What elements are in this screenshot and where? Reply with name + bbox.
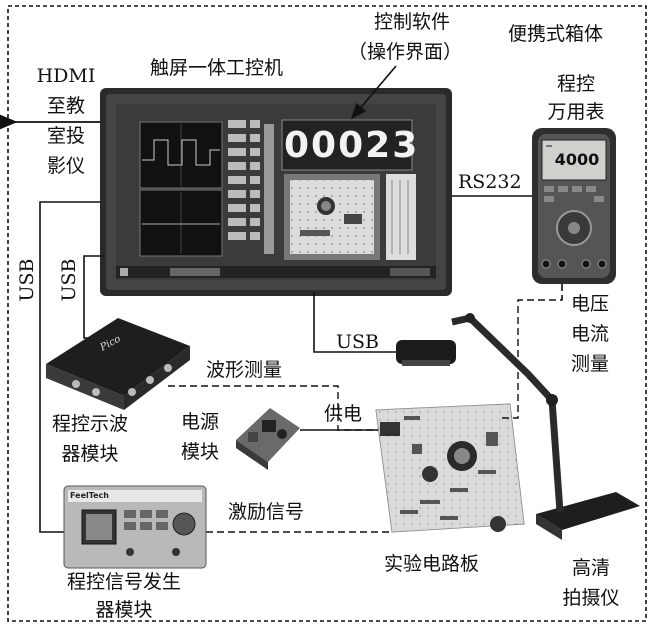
power-module-label-line1: 电源 [180,411,219,433]
usb-to-generator [39,201,100,533]
document-camera [396,313,640,540]
multimeter-label-line2: 万用表 [547,101,605,123]
usb-scope-label: USB [58,258,80,302]
software-pointer-arrow [350,65,397,120]
scope-module-label-line1: 程控示波 [51,413,128,435]
vi-measure-link [500,284,563,419]
multimeter-reading: 4000 [554,150,600,169]
waveform-measure-label: 波形测量 [206,359,283,381]
software-label-line1: 控制软件 [373,11,450,33]
generator-label-line1: 程控信号发生 [66,571,181,593]
screen-digit-display: 00023 [284,125,420,166]
usb-to-camera [313,292,404,353]
supply-label: 供电 [324,403,363,425]
experiment-board [375,403,525,533]
hdmi-label-line1: HDMI [36,65,96,87]
touch-panel-pc [100,88,452,296]
usb-camera-label: USB [336,331,379,353]
vi-measure-label-line1: 电压 [570,293,609,315]
generator-label-line2: 器模块 [95,599,153,621]
scope-module-label-line2: 器模块 [61,443,119,465]
portable-case-label: 便携式箱体 [508,23,604,45]
vi-measure-label-line2: 电流 [570,323,609,345]
excitation-label: 激励信号 [228,501,305,523]
signal-generator-module [63,485,207,569]
touch-pc-label: 触屏一体工控机 [150,57,284,79]
hdmi-label-line4: 影仪 [46,155,85,177]
software-label-line2: （操作界面） [347,41,462,63]
hdmi-label-line3: 室投 [46,125,85,147]
power-module-label-line2: 模块 [180,441,219,463]
usb-generator-label: USB [16,258,38,302]
camera-label-line1: 高清 [571,557,610,579]
generator-brand: FeelTech [70,491,109,500]
camera-label-line2: 拍摄仪 [562,587,620,609]
power-module [236,408,300,470]
board-label: 实验电路板 [384,553,480,575]
hdmi-label-line2: 至教 [46,95,85,117]
rs232-label: RS232 [458,171,522,193]
multimeter [532,128,616,284]
portable-case-border [7,5,647,622]
vi-measure-label-line3: 测量 [570,353,609,375]
multimeter-label-line1: 程控 [556,73,595,95]
oscilloscope-module [46,318,190,410]
